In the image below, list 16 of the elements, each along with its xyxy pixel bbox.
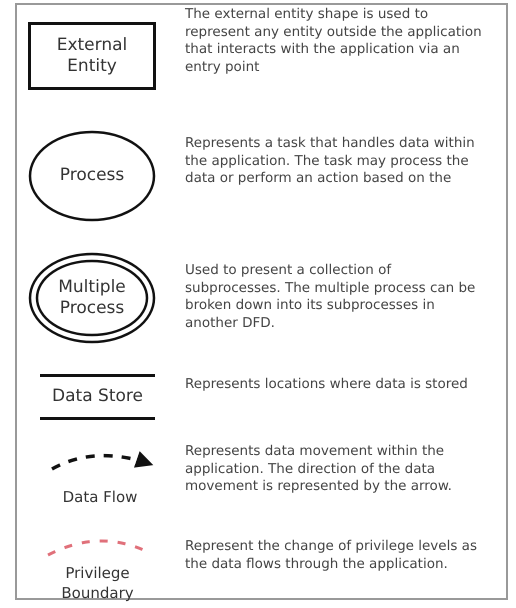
node-label: Multiple Process — [57, 276, 127, 320]
external-entity-box — [28, 22, 156, 90]
multiple-process-ellipse — [28, 252, 156, 344]
description-text: Represents data movement within the application. The direction of the data movement is represented by the arrow. — [185, 443, 453, 496]
symbol-label: Data Flow — [62, 488, 138, 508]
node-label: Data Store — [51, 386, 144, 408]
description-text: Represent the change of privilege levels as the data flows through the application. — [185, 538, 478, 573]
description-text: Used to present a collection of subprocesses. The multiple process can be broken down into its subprocesses in another DFD. — [185, 262, 476, 332]
node-label: External Entity — [56, 34, 128, 78]
symbol-label: Privilege Boundary — [60, 564, 135, 603]
description-text: Represents a task that handles data within the application. The task may process the data or perform an action based on the — [185, 135, 476, 188]
description-text: Represents locations where data is stored — [185, 376, 469, 394]
process-ellipse — [28, 130, 156, 222]
node-label: Process — [58, 165, 126, 187]
description-text: The external entity shape is used to represent any entity outside the application that interacts with the application via an entry point — [185, 6, 483, 76]
data-store-symbol — [40, 374, 155, 420]
